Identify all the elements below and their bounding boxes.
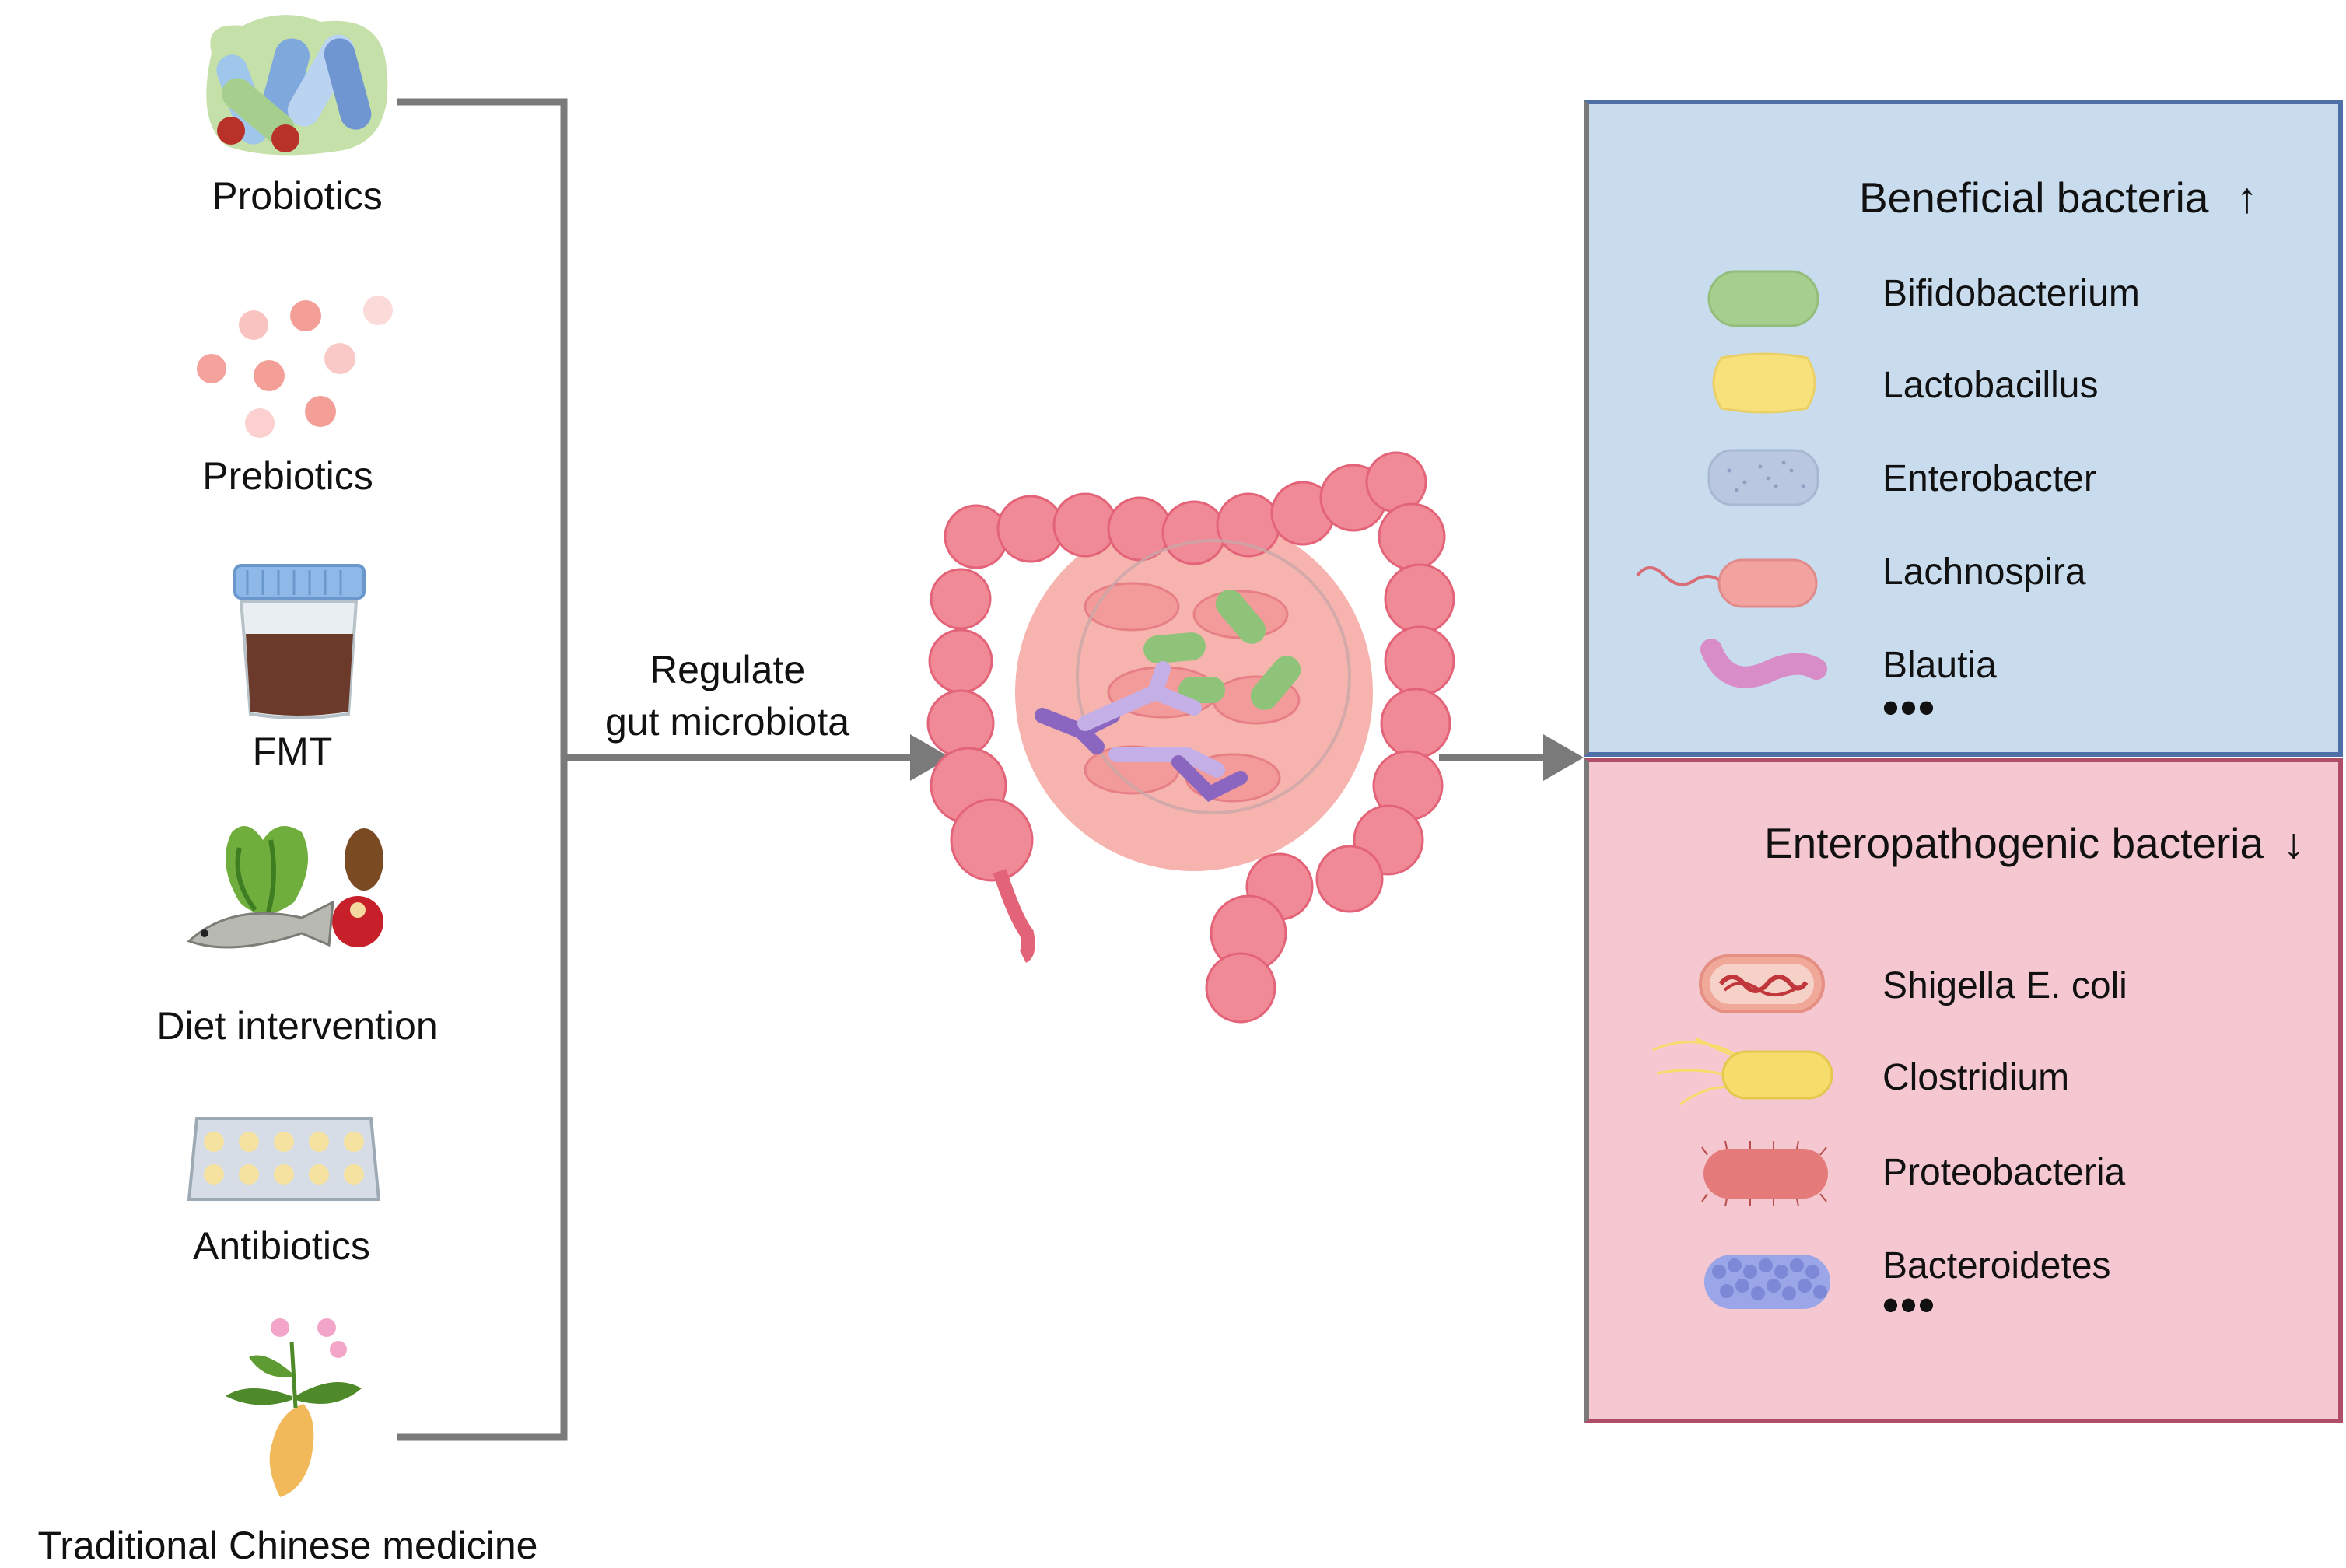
beneficial-title: Beneficial bacteria bbox=[1859, 173, 2209, 222]
bifidobacterium-icon bbox=[1707, 270, 1819, 327]
antibiotics-label: Antibiotics bbox=[193, 1224, 370, 1268]
lactobacillus-label: Lactobacillus bbox=[1882, 365, 2099, 406]
beneficial-up-arrow: ↑ bbox=[2236, 173, 2258, 222]
diet-food-icon bbox=[187, 826, 383, 949]
probiotics-icon bbox=[206, 15, 388, 156]
antibiotic-pills-icon bbox=[187, 1117, 381, 1201]
fmt-label: FMT bbox=[252, 730, 333, 773]
tcm-label: Traditional Chinese medicine bbox=[37, 1524, 538, 1567]
lachnospira-label: Lachnospira bbox=[1882, 551, 2086, 593]
lachnospira-icon bbox=[1636, 558, 1818, 608]
arrow-label-line2: gut microbiota bbox=[605, 700, 850, 744]
intestine-icon bbox=[926, 451, 1455, 1024]
bacteroidetes-icon bbox=[1704, 1255, 1830, 1309]
bacteroidetes-label: Bacteroidetes bbox=[1882, 1245, 2111, 1286]
bifidobacterium-label: Bifidobacterium bbox=[1882, 273, 2140, 314]
clostridium-icon bbox=[1652, 1037, 1833, 1106]
bracket-top bbox=[397, 98, 568, 1441]
diet-intervention-label: Diet intervention bbox=[156, 1004, 438, 1048]
enteropathogenic-bacteria-panel bbox=[1584, 758, 2343, 1423]
blautia-icon bbox=[1700, 639, 1827, 688]
pathogenic-more: ••• bbox=[1882, 1279, 1937, 1331]
lactobacillus-icon bbox=[1712, 352, 1816, 414]
enterobacter-label: Enterobacter bbox=[1882, 458, 2096, 499]
proteobacteria-icon bbox=[1701, 1140, 1828, 1207]
herb-plant-icon bbox=[226, 1318, 362, 1497]
shigella-label: Shigella E. coli bbox=[1882, 965, 2127, 1006]
fmt-jar-icon bbox=[233, 564, 366, 719]
prebiotics-label: Prebiotics bbox=[202, 454, 373, 498]
arrow-head-2 bbox=[1543, 734, 1584, 781]
blautia-label: Blautia bbox=[1882, 645, 1997, 686]
proteobacteria-label: Proteobacteria bbox=[1882, 1152, 2126, 1193]
arrow-head-1 bbox=[910, 734, 951, 781]
shigella-icon bbox=[1699, 954, 1825, 1013]
prebiotics-icon bbox=[197, 296, 393, 438]
pathogenic-title: Enteropathogenic bacteria bbox=[1764, 819, 2264, 867]
probiotics-label: Probiotics bbox=[212, 174, 383, 218]
pathogenic-down-arrow: ↓ bbox=[2283, 819, 2305, 867]
beneficial-more: ••• bbox=[1882, 681, 1937, 733]
arrow-label-line1: Regulate bbox=[650, 648, 806, 691]
clostridium-label: Clostridium bbox=[1882, 1057, 2070, 1098]
enterobacter-icon bbox=[1707, 449, 1819, 506]
